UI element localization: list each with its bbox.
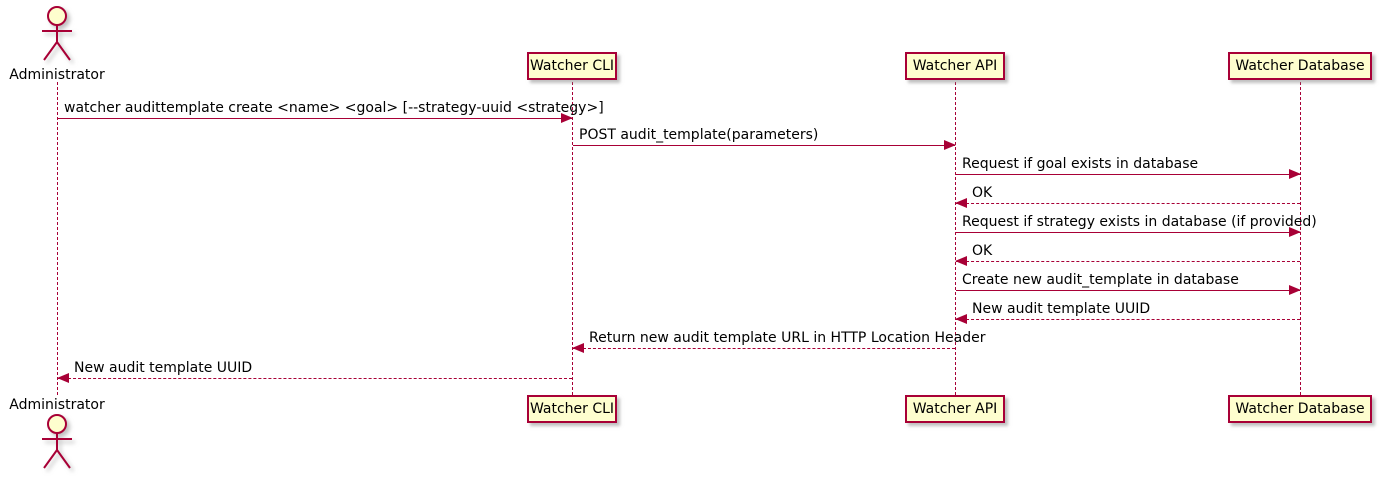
message-4: OK <box>955 184 1300 210</box>
arrowhead-left-icon <box>572 343 584 353</box>
arrowhead-left-icon <box>955 198 967 208</box>
message-1-label: watcher audittemplate create <name> <goa… <box>64 100 604 116</box>
message-2: POST audit_template(parameters) <box>573 126 956 152</box>
actor-label-bottom: Administrator <box>9 397 105 413</box>
participant-watcher-database-bottom: Watcher Database <box>1228 395 1372 423</box>
message-8-line <box>956 319 1300 320</box>
participant-watcher-cli-bottom: Watcher CLI <box>527 395 617 423</box>
actor-icon <box>42 6 72 61</box>
arrowhead-left-icon <box>955 314 967 324</box>
message-3-line <box>956 174 1300 175</box>
lifeline-watcher-api <box>955 82 956 395</box>
arrowhead-left-icon <box>57 373 69 383</box>
message-7: Create new audit_template in database <box>956 271 1301 297</box>
message-6-line <box>956 261 1300 262</box>
message-4-line <box>956 203 1300 204</box>
message-2-label: POST audit_template(parameters) <box>579 127 819 143</box>
message-6-label: OK <box>972 243 993 259</box>
message-4-label: OK <box>972 185 993 201</box>
message-5: Request if strategy exists in database (… <box>956 213 1317 239</box>
arrowhead-right-icon <box>944 140 956 150</box>
message-8-label: New audit template UUID <box>972 301 1151 317</box>
message-3-label: Request if goal exists in database <box>962 156 1199 172</box>
message-3: Request if goal exists in database <box>956 155 1301 181</box>
message-5-line <box>956 232 1300 233</box>
arrowhead-right-icon <box>561 113 573 123</box>
participant-watcher-database-top: Watcher Database <box>1228 52 1372 80</box>
message-9-line <box>573 348 955 349</box>
message-6: OK <box>955 242 1300 268</box>
message-10-label: New audit template UUID <box>74 360 253 376</box>
arrowhead-right-icon <box>1289 169 1301 179</box>
arrowhead-right-icon <box>1289 285 1301 295</box>
actor-icon <box>42 414 72 469</box>
message-1-line <box>58 118 572 119</box>
lifeline-watcher-cli <box>572 82 573 395</box>
message-7-line <box>956 290 1300 291</box>
message-2-line <box>573 145 955 146</box>
message-1: watcher audittemplate create <name> <goa… <box>58 99 604 125</box>
participant-watcher-api-top: Watcher API <box>905 52 1005 80</box>
arrowhead-right-icon <box>1289 227 1301 237</box>
message-5-label: Request if strategy exists in database (… <box>962 214 1317 230</box>
message-7-label: Create new audit_template in database <box>962 272 1239 288</box>
participant-watcher-cli-top: Watcher CLI <box>527 52 617 80</box>
message-10: New audit template UUID <box>57 359 572 385</box>
arrowhead-left-icon <box>955 256 967 266</box>
lifeline-watcher-database <box>1300 82 1301 395</box>
message-10-line <box>58 378 572 379</box>
actor-label-top: Administrator <box>9 67 105 83</box>
lifeline-administrator <box>57 82 58 395</box>
message-9: Return new audit template URL in HTTP Lo… <box>572 329 985 355</box>
message-9-label: Return new audit template URL in HTTP Lo… <box>589 330 986 346</box>
message-8: New audit template UUID <box>955 300 1300 326</box>
participant-watcher-api-bottom: Watcher API <box>905 395 1005 423</box>
